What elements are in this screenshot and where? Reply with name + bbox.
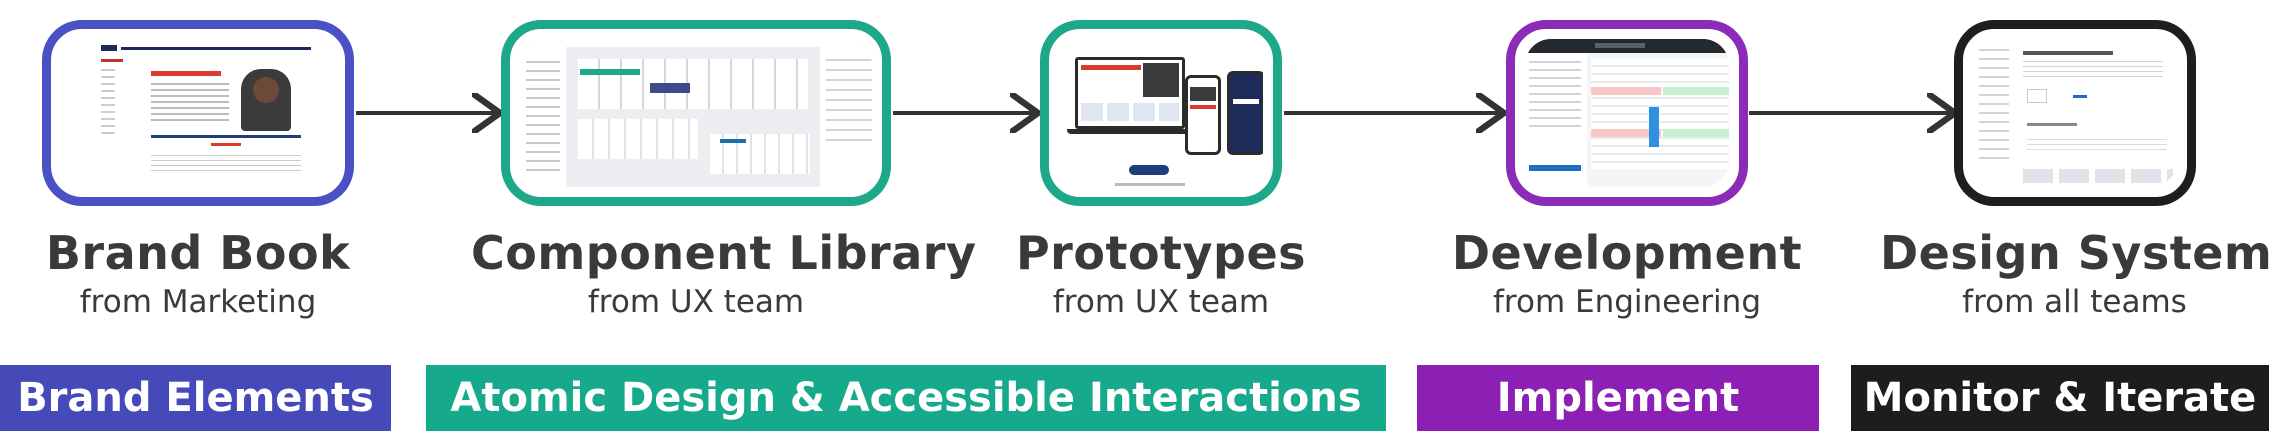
prototypes-device-preview — [1059, 39, 1263, 187]
stage-title-development: Development — [1451, 226, 1803, 280]
stage-subtitle-design-system: from all teams — [1962, 284, 2187, 320]
development-thumbnail — [1506, 20, 1748, 206]
stage-subtitle-component-library: from UX team — [587, 284, 805, 320]
stage-title-component-library: Component Library — [471, 226, 977, 280]
stage-title-prototypes: Prototypes — [1015, 226, 1307, 280]
development-code-review-preview — [1525, 39, 1729, 187]
band-implement: Implement — [1417, 365, 1819, 431]
component-library-preview — [520, 39, 872, 187]
band-brand-elements: Brand Elements — [0, 365, 391, 431]
band-monitor-iterate: Monitor & Iterate — [1851, 365, 2269, 431]
brand-book-thumbnail — [42, 20, 354, 206]
stage-subtitle-brand-book: from Marketing — [79, 284, 317, 320]
stage-title-design-system: Design System — [1880, 226, 2269, 280]
stage-title-brand-book: Brand Book — [45, 226, 351, 280]
stage-subtitle-development: from Engineering — [1493, 284, 1761, 320]
stage-subtitle-prototypes: from UX team — [1052, 284, 1270, 320]
design-system-docs-preview — [1973, 39, 2177, 187]
brand-book-page-preview — [61, 39, 335, 187]
band-atomic-design: Atomic Design & Accessible Interactions — [426, 365, 1386, 431]
prototypes-thumbnail — [1040, 20, 1282, 206]
component-library-thumbnail — [501, 20, 891, 206]
design-system-thumbnail — [1954, 20, 2196, 206]
